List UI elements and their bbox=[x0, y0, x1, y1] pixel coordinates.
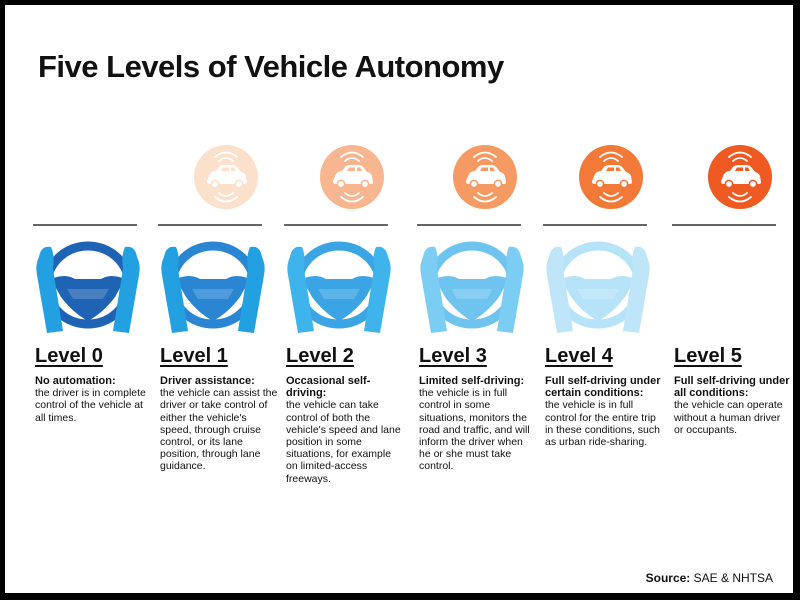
level-description: Limited self-driving:the vehicle is in f… bbox=[419, 375, 537, 473]
level-label: Level 2 bbox=[286, 345, 354, 367]
source-value: SAE & NHTSA bbox=[693, 571, 773, 585]
level-text: the vehicle can operate without a human … bbox=[674, 399, 783, 436]
car-wifi-icon bbox=[194, 145, 258, 209]
level-description: Full self-driving under certain conditio… bbox=[545, 375, 663, 448]
separator-line bbox=[158, 224, 262, 226]
level-heading: Occasional self-driving: bbox=[286, 375, 371, 400]
level-column-3: Level 3 Limited self-driving:the vehicle… bbox=[417, 145, 537, 545]
level-column-0: Level 0 No automation:the driver is in c… bbox=[33, 145, 153, 545]
level-text: the vehicle can assist the driver or tak… bbox=[160, 387, 278, 473]
steering-wheel-hands-icon bbox=[161, 241, 265, 333]
car-wifi-icon bbox=[579, 145, 643, 209]
level-heading: Limited self-driving: bbox=[419, 375, 525, 387]
level-label: Level 0 bbox=[35, 345, 103, 367]
source-credit: Source: SAE & NHTSA bbox=[646, 571, 773, 585]
level-text: the driver is in complete control of the… bbox=[35, 387, 146, 424]
car-wifi-icon bbox=[708, 145, 772, 209]
level-label: Level 3 bbox=[419, 345, 487, 367]
level-description: Full self-driving under all conditions:t… bbox=[674, 375, 792, 436]
separator-line bbox=[284, 224, 388, 226]
level-column-1: Level 1 Driver assistance:the vehicle ca… bbox=[158, 145, 278, 545]
steering-wheel-hands-icon bbox=[546, 241, 650, 333]
level-label: Level 5 bbox=[674, 345, 742, 367]
steering-wheel-hands-icon bbox=[287, 241, 391, 333]
infographic: Five Levels of Vehicle Autonomy Level 0 … bbox=[5, 5, 793, 593]
car-wifi-icon bbox=[453, 145, 517, 209]
level-heading: Full self-driving under all conditions: bbox=[674, 375, 790, 400]
source-label: Source: bbox=[645, 571, 691, 585]
level-heading: No automation: bbox=[35, 375, 116, 387]
page-title: Five Levels of Vehicle Autonomy bbox=[38, 49, 504, 84]
level-column-2: Level 2 Occasional self-driving:the vehi… bbox=[284, 145, 404, 545]
separator-line bbox=[672, 224, 776, 226]
level-label: Level 1 bbox=[160, 345, 228, 367]
car-wifi-icon bbox=[320, 145, 384, 209]
level-heading: Full self-driving under certain conditio… bbox=[545, 375, 661, 400]
level-text: the vehicle is in full control for the e… bbox=[545, 399, 660, 449]
level-text: the vehicle can take control of both the… bbox=[286, 399, 401, 485]
level-text: the vehicle is in full control in some s… bbox=[419, 387, 530, 473]
level-column-5: Level 5 Full self-driving under all cond… bbox=[672, 145, 792, 545]
level-description: Occasional self-driving:the vehicle can … bbox=[286, 375, 404, 485]
level-heading: Driver assistance: bbox=[160, 375, 255, 387]
level-label: Level 4 bbox=[545, 345, 613, 367]
separator-line bbox=[417, 224, 521, 226]
steering-wheel-hands-icon bbox=[36, 241, 140, 333]
separator-line bbox=[33, 224, 137, 226]
level-column-4: Level 4 Full self-driving under certain … bbox=[543, 145, 663, 545]
level-description: No automation:the driver is in complete … bbox=[35, 375, 153, 424]
steering-wheel-hands-icon bbox=[420, 241, 524, 333]
level-description: Driver assistance:the vehicle can assist… bbox=[160, 375, 278, 473]
separator-line bbox=[543, 224, 647, 226]
